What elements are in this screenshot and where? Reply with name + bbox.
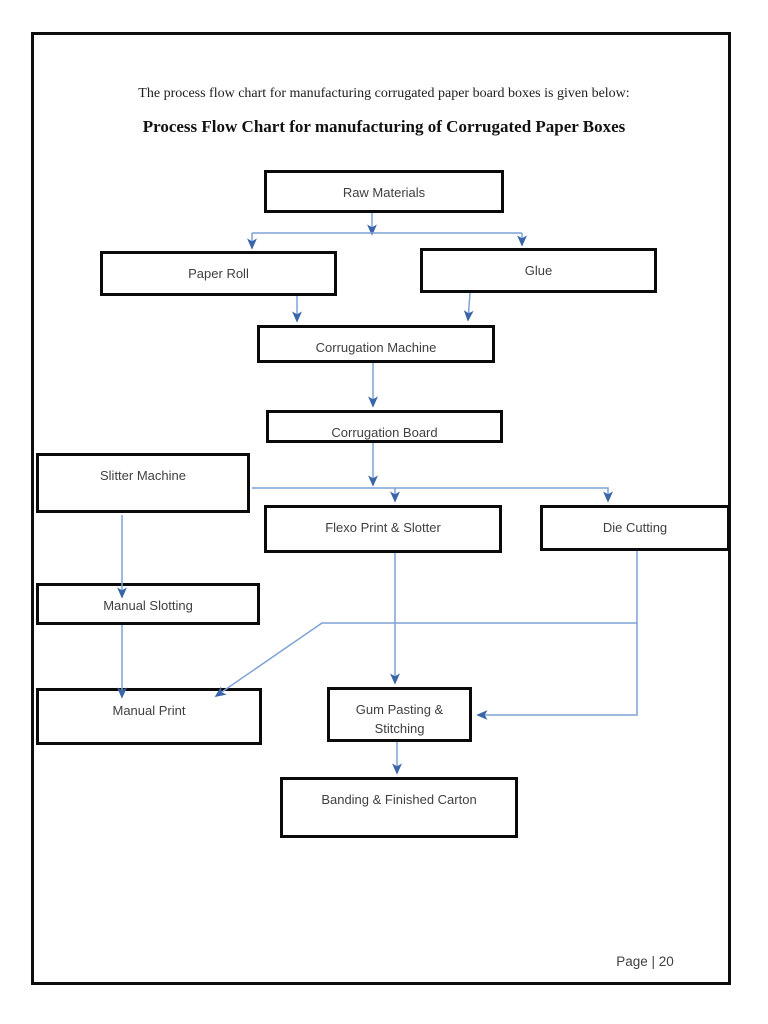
node-glue: Glue: [420, 248, 657, 293]
node-die-cutting: Die Cutting: [540, 505, 730, 551]
node-label: Gum Pasting &: [355, 702, 444, 717]
node-label: Die Cutting: [602, 520, 668, 535]
node-label: Raw Materials: [342, 185, 426, 200]
node-label: Stitching: [374, 721, 425, 736]
node-paper-roll: Paper Roll: [100, 251, 337, 296]
node-flexo-print-slotter: Flexo Print & Slotter: [264, 505, 502, 553]
page-number: Page | 20: [616, 954, 674, 969]
node-label: Corrugation Board: [331, 425, 438, 440]
node-manual-slotting: Manual Slotting: [36, 583, 260, 625]
node-label: Manual Slotting: [103, 598, 193, 613]
node-label: Slitter Machine: [100, 468, 186, 483]
node-corrugation-machine: Corrugation Machine: [257, 325, 495, 363]
node-label: Banding & Finished Carton: [321, 792, 477, 807]
chart-title: Process Flow Chart for manufacturing of …: [142, 117, 626, 136]
intro-text: The process flow chart for manufacturing…: [138, 86, 630, 101]
node-gum-pasting-stitching: Gum Pasting & Stitching: [327, 687, 472, 742]
node-label: Glue: [524, 263, 553, 278]
node-label: Paper Roll: [188, 266, 249, 281]
node-raw-materials: Raw Materials: [264, 170, 504, 213]
node-slitter-machine: Slitter Machine: [36, 453, 250, 513]
node-label: Manual Print: [112, 703, 186, 718]
node-banding-finished-carton: Banding & Finished Carton: [280, 777, 518, 838]
node-manual-print: Manual Print: [36, 688, 262, 745]
node-label: Flexo Print & Slotter: [325, 520, 441, 535]
node-label: Corrugation Machine: [315, 340, 437, 355]
node-corrugation-board: Corrugation Board: [266, 410, 503, 443]
